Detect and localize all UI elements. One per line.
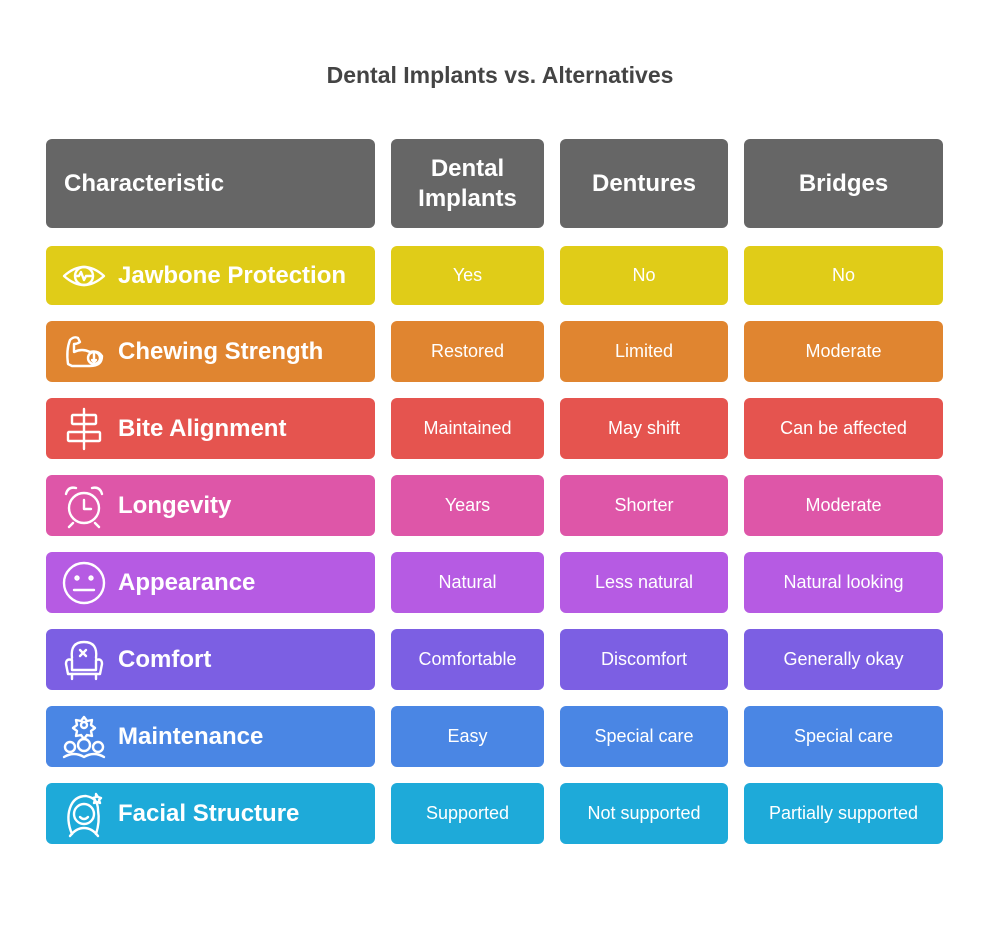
row-label-text: Bite Alignment <box>118 414 287 442</box>
table-cell: Natural looking <box>744 552 943 613</box>
header-bridges: Bridges <box>744 139 943 228</box>
table-cell: Partially supported <box>744 783 943 844</box>
row-label-text: Jawbone Protection <box>118 261 347 289</box>
table-cell: Less natural <box>560 552 728 613</box>
row-label-appearance: Appearance <box>46 552 375 613</box>
header-dentures: Dentures <box>560 139 728 228</box>
row-label-text: Chewing Strength <box>118 337 324 365</box>
table-cell: Moderate <box>744 475 943 536</box>
row-label-jawbone-protection: Jawbone Protection <box>46 246 375 305</box>
table-cell: Not supported <box>560 783 728 844</box>
row-label-text: Longevity <box>118 491 232 519</box>
table-cell: Moderate <box>744 321 943 382</box>
table-cell: Easy <box>391 706 544 767</box>
table-cell: Can be affected <box>744 398 943 459</box>
row-label-text: Appearance <box>118 568 256 596</box>
page-title: Dental Implants vs. Alternatives <box>326 62 674 88</box>
table-cell: Maintained <box>391 398 544 459</box>
row-label-bite-alignment: Bite Alignment <box>46 398 375 459</box>
header-characteristic: Characteristic <box>46 139 375 228</box>
table-cell: Limited <box>560 321 728 382</box>
row-label-maintenance: Maintenance <box>46 706 375 767</box>
table-cell: Natural <box>391 552 544 613</box>
eye-pulse-icon <box>62 265 106 286</box>
woman-face-icon <box>67 792 103 837</box>
header-label: Dental Implants <box>418 154 517 212</box>
table-cell: Years <box>391 475 544 536</box>
table-cell: Supported <box>391 783 544 844</box>
row-label-chewing-strength: Chewing Strength <box>46 321 375 382</box>
header-dental-implants: Dental Implants <box>391 139 544 228</box>
row-label-comfort: Comfort <box>46 629 375 690</box>
row-label-text: Facial Structure <box>118 799 300 827</box>
flexed-arm-icon <box>66 335 104 367</box>
table-cell: Special care <box>560 706 728 767</box>
table-cell: Yes <box>391 246 544 305</box>
table-cell: May shift <box>560 398 728 459</box>
comparison-table: Characteristic Dental Implants Dentures … <box>46 139 943 844</box>
table-cell: No <box>744 246 943 305</box>
table-cell: No <box>560 246 728 305</box>
row-label-text: Maintenance <box>118 722 264 750</box>
align-center-icon <box>66 407 102 450</box>
table-cell: Discomfort <box>560 629 728 690</box>
table-cell: Generally okay <box>744 629 943 690</box>
table-cell: Restored <box>391 321 544 382</box>
table-cell: Special care <box>744 706 943 767</box>
row-label-facial-structure: Facial Structure <box>46 783 375 844</box>
armchair-icon <box>64 640 104 680</box>
neutral-face-icon <box>62 561 106 604</box>
flowers-icon <box>62 715 106 758</box>
row-label-longevity: Longevity <box>46 475 375 536</box>
table-cell: Shorter <box>560 475 728 536</box>
row-label-text: Comfort <box>118 645 212 673</box>
table-cell: Comfortable <box>391 629 544 690</box>
alarm-clock-icon <box>64 485 104 528</box>
